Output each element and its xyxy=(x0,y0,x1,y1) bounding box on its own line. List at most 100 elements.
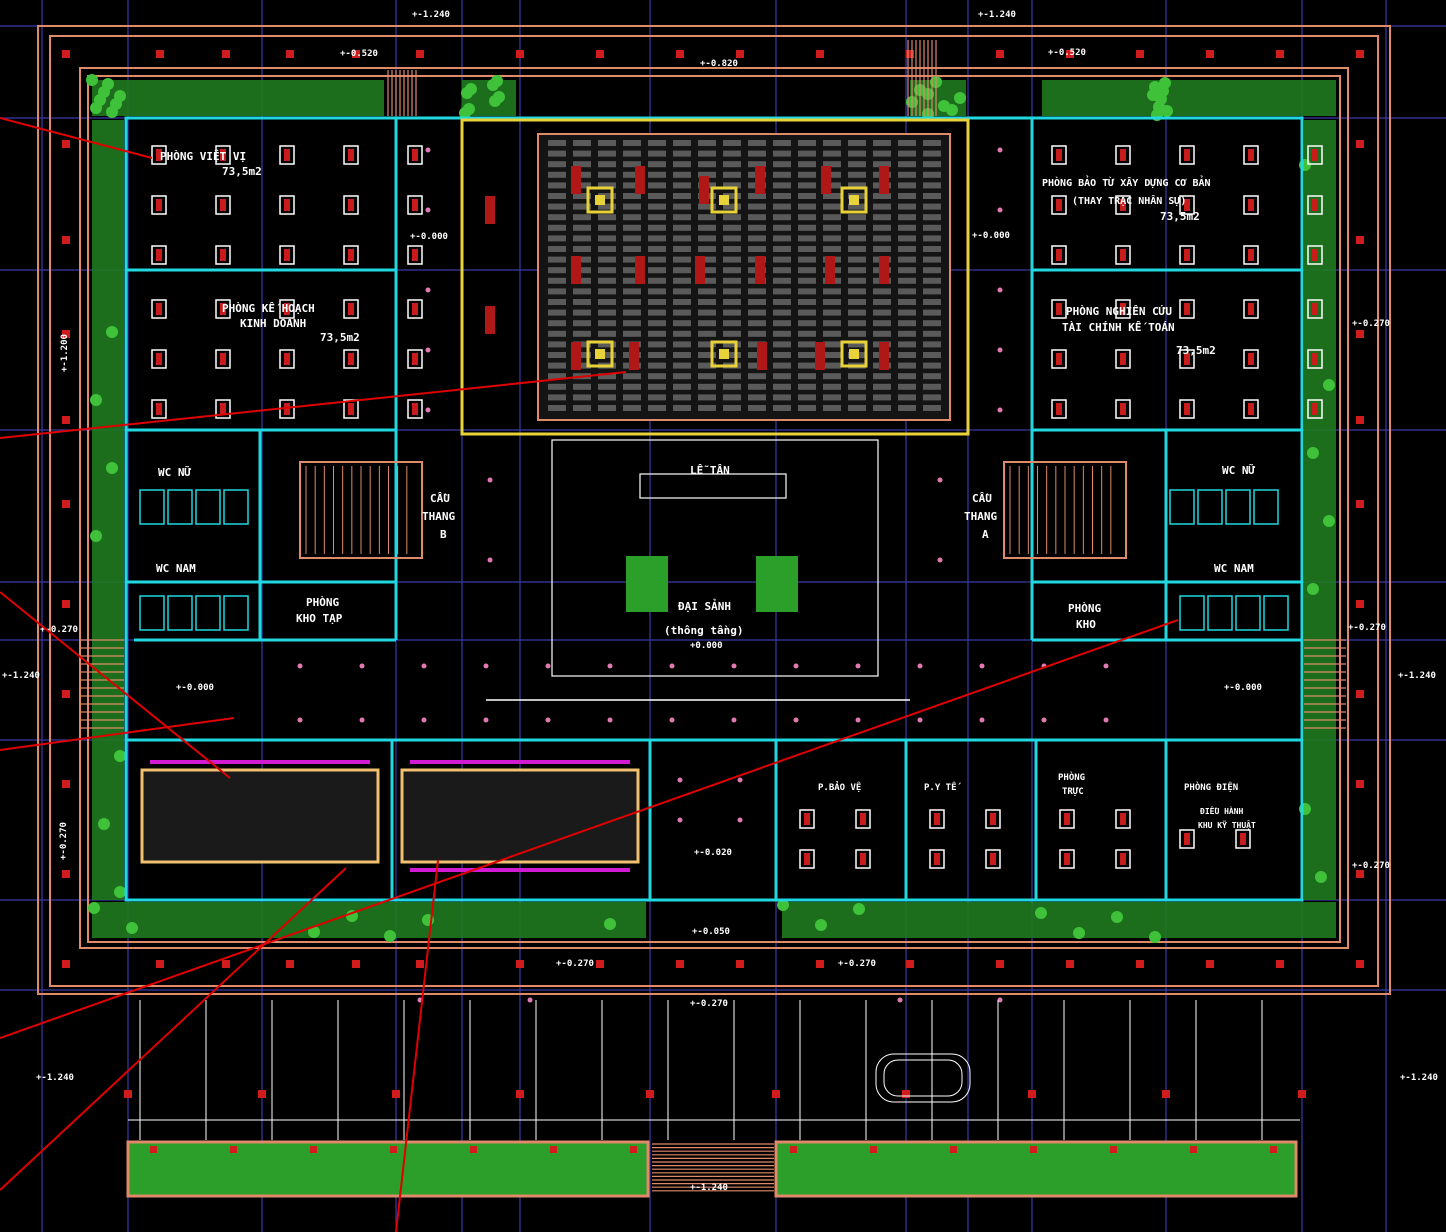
column xyxy=(1028,1090,1036,1098)
light-point xyxy=(855,663,861,669)
stair-a xyxy=(1003,461,1127,559)
seat xyxy=(673,267,691,274)
seat xyxy=(823,320,841,327)
seat xyxy=(848,288,866,295)
room-area: 73,5m2 xyxy=(320,331,360,344)
seat xyxy=(598,224,616,231)
chair xyxy=(804,813,810,825)
seat xyxy=(673,256,691,263)
room-label: PHÒNG xyxy=(1058,771,1085,783)
seat xyxy=(573,299,591,305)
seat xyxy=(848,330,866,337)
chair xyxy=(284,149,290,161)
chair xyxy=(1240,833,1246,845)
seat xyxy=(698,246,716,252)
shrub xyxy=(459,107,471,119)
seat xyxy=(848,394,866,401)
hall-red-seat xyxy=(879,342,889,370)
desk xyxy=(279,245,295,265)
chair xyxy=(412,199,418,211)
light-point xyxy=(979,717,985,723)
seat xyxy=(698,277,716,284)
chair xyxy=(1056,149,1062,161)
chair xyxy=(220,199,226,211)
seat xyxy=(623,267,641,274)
seat xyxy=(598,299,616,305)
chair xyxy=(1248,199,1254,211)
light-point xyxy=(1103,717,1109,723)
seat xyxy=(548,309,566,316)
seat xyxy=(798,267,816,274)
column xyxy=(1276,50,1284,58)
light-point xyxy=(979,663,985,669)
seat xyxy=(698,373,716,380)
seat xyxy=(548,246,566,252)
seat xyxy=(773,352,791,358)
seat xyxy=(873,320,891,327)
seat xyxy=(798,171,816,178)
chair xyxy=(990,813,996,825)
level-mark: +-0.000 xyxy=(1224,683,1262,693)
level-mark: +-0.270 xyxy=(1352,319,1390,329)
hall-column xyxy=(586,186,614,214)
light-point xyxy=(487,477,493,483)
seat xyxy=(923,256,941,263)
seat xyxy=(723,341,741,348)
column xyxy=(816,960,824,968)
seat xyxy=(748,405,766,411)
chair xyxy=(1056,403,1062,415)
seat xyxy=(673,352,691,358)
seat xyxy=(798,203,816,210)
front-planter xyxy=(126,1140,1298,1198)
chair xyxy=(1120,149,1126,161)
seat xyxy=(898,193,916,199)
desk xyxy=(343,195,359,215)
shrub xyxy=(1307,583,1319,595)
desk xyxy=(151,245,167,265)
seat xyxy=(573,394,591,401)
level-mark: +-1.240 xyxy=(412,10,450,20)
seat xyxy=(673,140,691,146)
desk xyxy=(279,349,295,369)
desk xyxy=(1307,195,1323,215)
seat xyxy=(573,256,591,263)
seat xyxy=(848,383,866,390)
desk xyxy=(1243,195,1259,215)
hall-red-seat xyxy=(695,256,705,284)
seat xyxy=(648,373,666,380)
seat xyxy=(598,330,616,337)
level-mark: +-0.270 xyxy=(838,959,876,969)
light-point xyxy=(793,717,799,723)
column xyxy=(286,50,294,58)
column xyxy=(62,50,70,58)
column xyxy=(646,1090,654,1098)
desk xyxy=(985,809,1001,829)
seat xyxy=(798,277,816,284)
hall-red-seat xyxy=(815,342,825,370)
seat xyxy=(873,383,891,390)
level-mark: +-0.050 xyxy=(692,927,730,937)
column xyxy=(516,1090,524,1098)
shrub xyxy=(1161,105,1173,117)
seat xyxy=(598,193,616,199)
seat xyxy=(798,224,816,231)
seat xyxy=(798,214,816,221)
level-mark: +0.000 xyxy=(690,641,723,651)
chair xyxy=(348,149,354,161)
seat xyxy=(773,309,791,316)
seat xyxy=(598,161,616,168)
seat xyxy=(548,288,566,295)
seat xyxy=(673,373,691,380)
seat xyxy=(673,405,691,411)
hall-column-core xyxy=(719,195,729,205)
seat xyxy=(573,140,591,146)
seat xyxy=(598,394,616,401)
seat xyxy=(923,161,941,168)
planter-column xyxy=(1190,1146,1197,1153)
shrub xyxy=(1073,927,1085,939)
seat xyxy=(873,288,891,295)
seat xyxy=(698,150,716,157)
seat xyxy=(873,235,891,242)
seat xyxy=(898,341,916,348)
seat xyxy=(548,320,566,327)
